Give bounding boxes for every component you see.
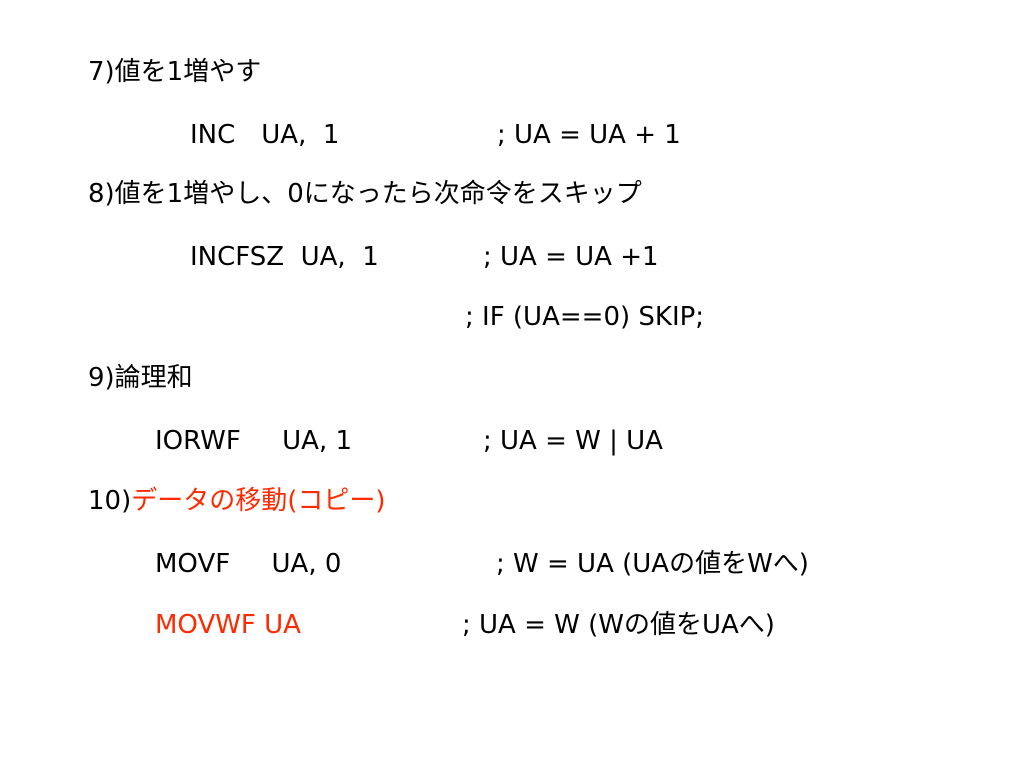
section-7-code: INC UA, 1 <box>190 120 340 150</box>
section-10-comment-2: ; UA = W (Wの値をUAへ) <box>462 610 775 640</box>
section-10-comment-1: ; W = UA (UAの値をWへ) <box>496 549 809 579</box>
section-10-code-2: MOVWF UA <box>155 610 301 640</box>
section-7-heading: 7)値を1増やす <box>88 57 262 87</box>
section-9-comment: ; UA = W | UA <box>483 426 663 456</box>
section-8-heading: 8)値を1増やし、0になったら次命令をスキップ <box>88 179 642 209</box>
section-8-comment-1: ; UA = UA +1 <box>483 242 659 272</box>
section-9-heading: 9)論理和 <box>88 363 193 393</box>
section-10-heading: 10)データの移動(コピー) <box>88 484 386 518</box>
section-10-heading-number: 10) <box>88 486 132 516</box>
section-8-code: INCFSZ UA, 1 <box>190 242 379 272</box>
section-8-comment-2: ; IF (UA==0) SKIP; <box>465 302 705 332</box>
section-10-code-1: MOVF UA, 0 <box>155 549 342 579</box>
section-7-comment: ; UA = UA + 1 <box>497 120 681 150</box>
section-10-heading-text: データの移動(コピー) <box>131 486 386 516</box>
section-9-code: IORWF UA, 1 <box>155 426 353 456</box>
